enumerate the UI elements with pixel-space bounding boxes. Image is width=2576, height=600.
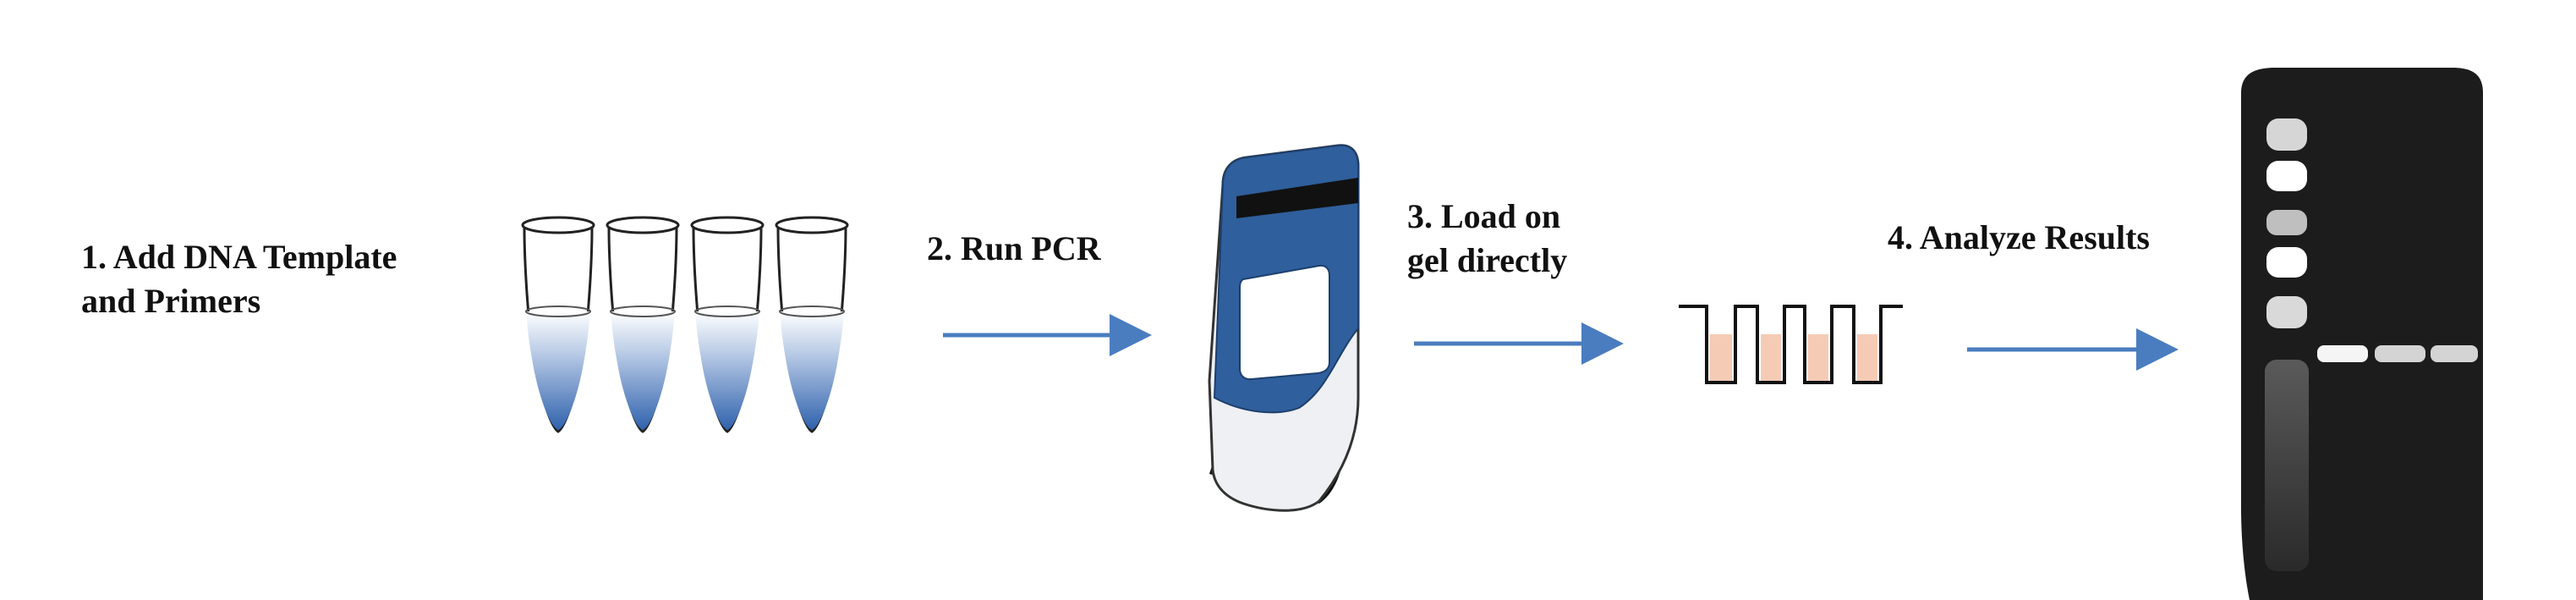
ladder-band (2266, 247, 2307, 278)
step-1-line-2: and Primers (81, 282, 261, 320)
step-4-label: 4. Analyze Results (1888, 216, 2150, 260)
sample-band (2317, 345, 2368, 362)
ladder-band (2266, 118, 2307, 151)
sample-band (2375, 345, 2425, 362)
step-2-label: 2. Run PCR (927, 227, 1101, 271)
step-3-label: 3. Load on gel directly (1407, 195, 1567, 283)
ladder-band (2266, 161, 2307, 191)
gel-wells-icon (1679, 305, 1903, 384)
tube-4 (775, 216, 849, 433)
step-4-line-1: 4. Analyze Results (1888, 218, 2150, 256)
ladder-band (2266, 210, 2307, 235)
gel-image-icon (2241, 68, 2483, 600)
step-1-label: 1. Add DNA Template and Primers (81, 235, 397, 323)
ladder-smear (2265, 360, 2309, 571)
ladder-band (2266, 296, 2307, 328)
thermocycler-icon (1208, 144, 1360, 512)
step-3-line-2: gel directly (1407, 241, 1568, 279)
step-1-line-1: 1. Add DNA Template (81, 238, 397, 276)
tube-1 (521, 216, 595, 433)
tube-3 (690, 216, 765, 433)
step-2-line-1: 2. Run PCR (927, 229, 1101, 267)
step-3-line-1: 3. Load on (1407, 197, 1561, 235)
sample-band (2431, 345, 2478, 362)
pcr-tubes-icon (521, 216, 849, 433)
tube-2 (606, 216, 680, 433)
